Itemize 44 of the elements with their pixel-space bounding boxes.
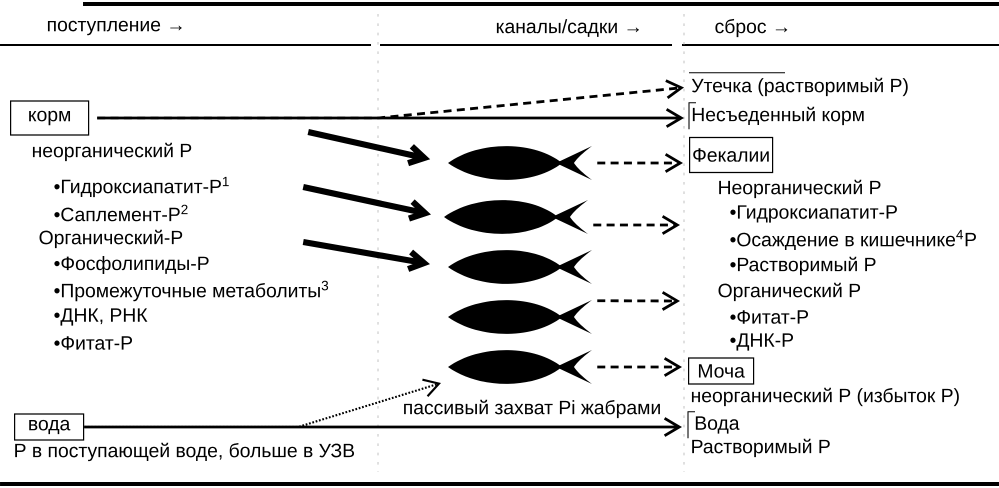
list-item: •Гидроксиапатит-Р$^{1}$ — [54, 176, 229, 198]
output-label: Вода — [687, 411, 740, 438]
arrow — [302, 184, 432, 222]
list-item: •Гидроксиапатит-Р — [730, 205, 897, 223]
output-label: Несъеденный корм — [688, 102, 864, 130]
input-box: корм — [10, 100, 90, 136]
list-heading: неорганический Р — [32, 142, 192, 162]
list-item: •Фитат-Р — [54, 336, 132, 350]
note-text: неорганический Р (избыток Р) — [692, 388, 959, 406]
note-text: Р в поступающей воде, больше в УЗВ — [15, 442, 354, 462]
fish-silhouette — [448, 350, 592, 384]
fish-silhouette — [444, 200, 588, 234]
input-box: вода — [14, 413, 84, 441]
list-heading: Органический-Р — [40, 230, 182, 248]
dashed-arrow — [593, 215, 680, 235]
arrow — [302, 238, 430, 272]
dashed-arrow — [597, 153, 683, 173]
fish-silhouette — [448, 250, 592, 284]
arrow — [84, 417, 682, 437]
output-label: Утечка (растворимый Р) — [689, 72, 908, 96]
list-item: •Растворимый Р — [730, 256, 876, 276]
list-item: •Промежуточные метаболиты$^{3}$ — [54, 280, 328, 302]
edge-label: пассивый захват Pi жабрами — [401, 398, 663, 420]
fish-silhouette — [448, 146, 592, 180]
list-heading: Органический Р — [718, 282, 860, 302]
list-item: •ДНК-Р — [730, 333, 793, 351]
list-heading: Неорганический Р — [719, 180, 880, 198]
column-heading: сброс → — [715, 18, 788, 38]
fish-silhouette — [448, 300, 592, 334]
dashed-arrow — [597, 357, 682, 377]
list-item: •Фитат-Р — [730, 310, 808, 324]
column-heading: поступление → — [48, 20, 182, 36]
dashed-arrow — [597, 291, 680, 311]
column-heading: каналы/садки → — [496, 19, 639, 37]
list-item: •ДНК, РНК — [54, 308, 148, 326]
dashed-arrow — [97, 79, 684, 120]
list-item: •Саплемент-Р$^{2}$ — [54, 204, 188, 222]
note-text: Растворимый Р — [692, 438, 830, 458]
output-box: Фекалии — [689, 136, 774, 174]
dotted-arrow — [84, 378, 441, 428]
list-item: •Осаждение в кишечнике$^{4}$Р — [730, 230, 976, 250]
output-box: Моча — [688, 357, 754, 385]
arrow — [308, 129, 430, 166]
list-item: •Фосфолипиды-Р — [54, 256, 209, 274]
